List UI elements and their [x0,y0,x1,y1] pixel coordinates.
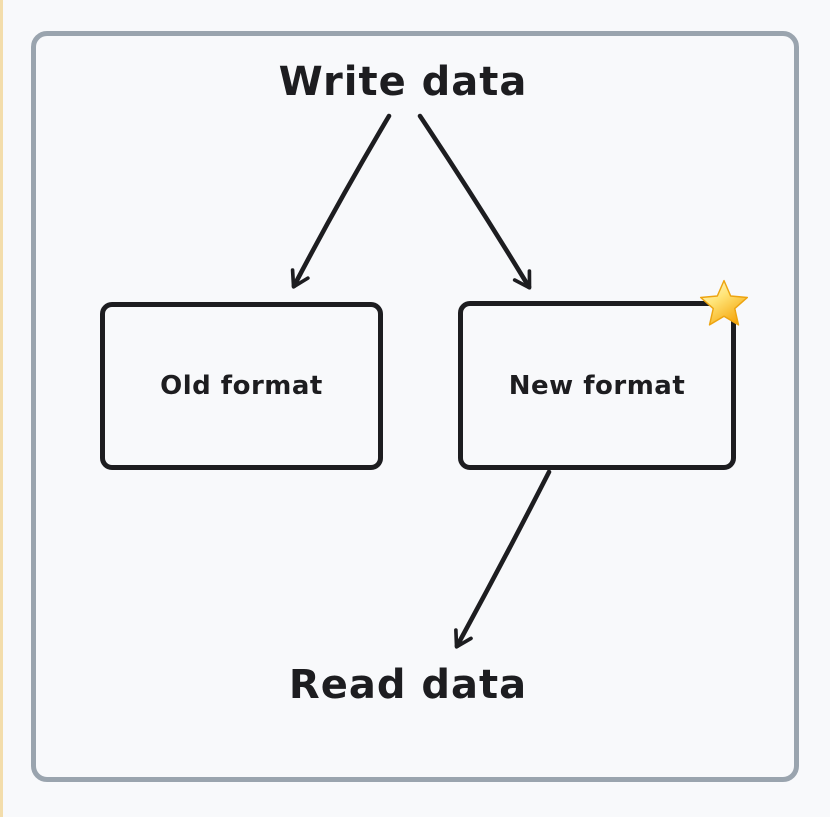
old-format-label: Old format [160,371,323,401]
left-accent-strip [0,0,3,817]
new-format-label: New format [508,370,686,401]
old-format-box: Old format [100,302,383,470]
read-data-label: Read data [288,662,528,708]
new-format-box: New format [458,301,736,470]
write-data-label: Write data [278,59,528,105]
